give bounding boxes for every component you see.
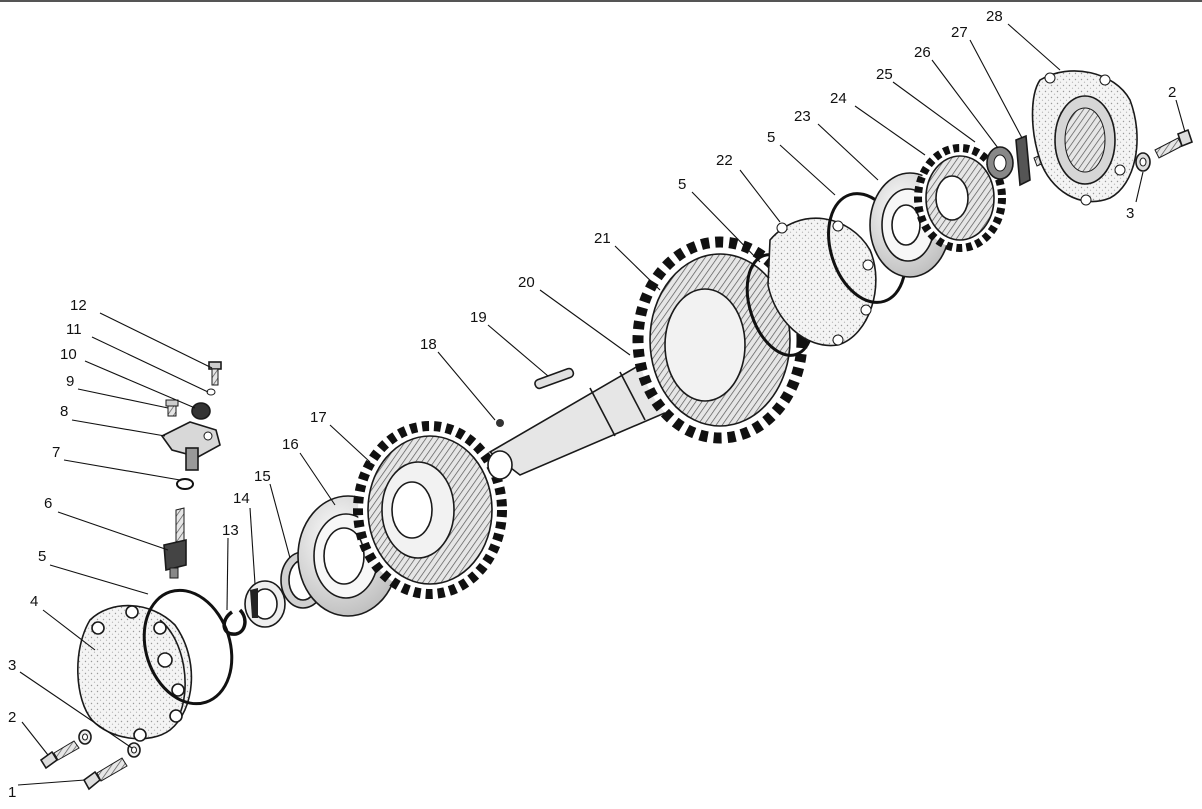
callout-17: 17 (310, 409, 327, 426)
callout-19: 19 (470, 309, 487, 326)
callout-2-left: 2 (8, 709, 16, 726)
callout-9: 9 (66, 373, 74, 390)
part-speedometer-pinion (163, 507, 187, 579)
part-spacer-ring (244, 580, 286, 628)
part-bolt-right (1154, 128, 1193, 159)
part-bolt-long (82, 757, 128, 791)
part-small-o-ring (176, 478, 194, 490)
callout-11: 11 (66, 321, 82, 338)
callout-18: 18 (420, 336, 437, 353)
part-gear-left (353, 421, 507, 599)
callout-22: 22 (716, 152, 733, 169)
callout-1: 1 (8, 784, 16, 801)
callout-12: 12 (70, 297, 87, 314)
part-ball (496, 419, 504, 427)
callout-numbers: 1 2 3 4 5 6 7 8 9 10 11 12 13 14 15 16 1… (8, 8, 1176, 801)
part-nut (986, 146, 1014, 180)
part-bolt-small-left (39, 740, 80, 770)
callout-14: 14 (233, 490, 250, 507)
part-gear-right (914, 144, 1006, 252)
callout-28: 28 (986, 8, 1003, 25)
callout-5-right: 5 (767, 129, 775, 146)
callout-23: 23 (794, 108, 811, 125)
callout-21: 21 (594, 230, 611, 247)
callout-24: 24 (830, 90, 847, 107)
part-washer-left (78, 729, 141, 758)
callout-5-middle: 5 (678, 176, 686, 193)
part-key (534, 367, 575, 390)
callout-5-left: 5 (38, 548, 46, 565)
leader-lines (17, 23, 1186, 786)
callout-10: 10 (60, 346, 77, 363)
part-flange-housing (1031, 70, 1138, 206)
callout-7: 7 (52, 444, 60, 461)
callout-6: 6 (44, 495, 52, 512)
callout-27: 27 (951, 24, 968, 41)
part-bolt-top (208, 361, 222, 386)
part-bearing-cover (767, 217, 877, 347)
callout-3-right: 3 (1126, 205, 1134, 222)
part-end-cover (77, 604, 193, 742)
callout-26: 26 (914, 44, 931, 61)
callout-3-left: 3 (8, 657, 16, 674)
callout-16: 16 (282, 436, 299, 453)
part-washer-right (1135, 152, 1151, 172)
callout-4: 4 (30, 593, 38, 610)
part-snap-ring (222, 608, 247, 636)
callout-20: 20 (518, 274, 535, 291)
callout-2-right: 2 (1168, 84, 1176, 101)
part-seal (191, 402, 211, 420)
part-screw (165, 399, 179, 417)
callout-13: 13 (222, 522, 239, 539)
part-lock-washer (206, 388, 216, 396)
part-gear-middle (632, 236, 808, 444)
callout-8: 8 (60, 403, 68, 420)
top-border-line (0, 0, 1202, 2)
callout-15: 15 (254, 468, 271, 485)
part-bushing-housing (160, 421, 221, 471)
callout-25: 25 (876, 66, 893, 83)
